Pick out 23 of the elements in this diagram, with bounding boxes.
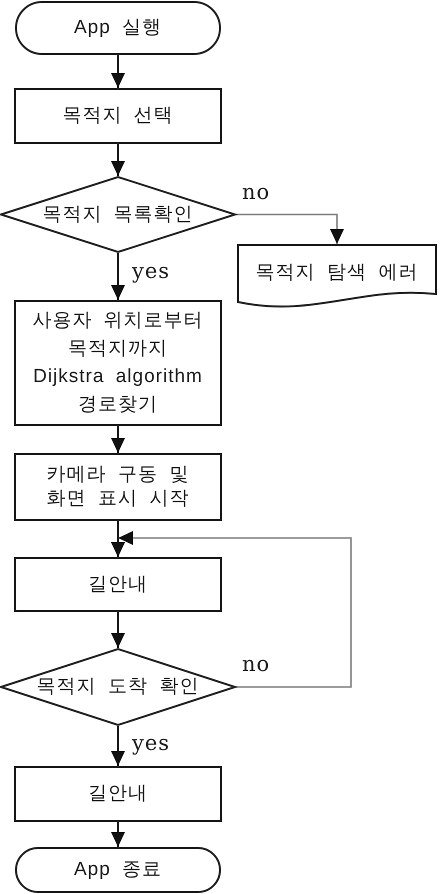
arrow [111, 253, 125, 300]
terminal-pill: App 종료 [15, 847, 221, 893]
terminal-pill: App 실행 [15, 1, 221, 55]
arrow [111, 521, 125, 557]
edge-label: yes [132, 259, 170, 283]
process-box: 길안내 [14, 766, 222, 822]
arrow [111, 55, 125, 88]
arrow [111, 144, 125, 176]
arrow [236, 214, 344, 244]
process-box: 목적지 선택 [14, 88, 222, 144]
edge-label: no [242, 180, 270, 204]
process-box: 길안내 [14, 557, 222, 612]
arrow [111, 612, 125, 648]
edge-label: no [242, 652, 270, 676]
arrow [111, 822, 125, 847]
document-box: 목적지 탐색 에러 [237, 244, 437, 310]
edge-label: yes [132, 731, 170, 755]
decision-diamond: 목적지 목록확인 [0, 176, 236, 253]
process-box: 카메라 구동 및 화면 표시 시작 [14, 453, 222, 521]
arrow [111, 726, 125, 766]
decision-diamond: 목적지 도착 확인 [0, 648, 236, 726]
arrow [111, 426, 125, 453]
process-box: 사용자 위치로부터 목적지까지 Dijkstra algorithm 경로찾기 [14, 300, 222, 426]
